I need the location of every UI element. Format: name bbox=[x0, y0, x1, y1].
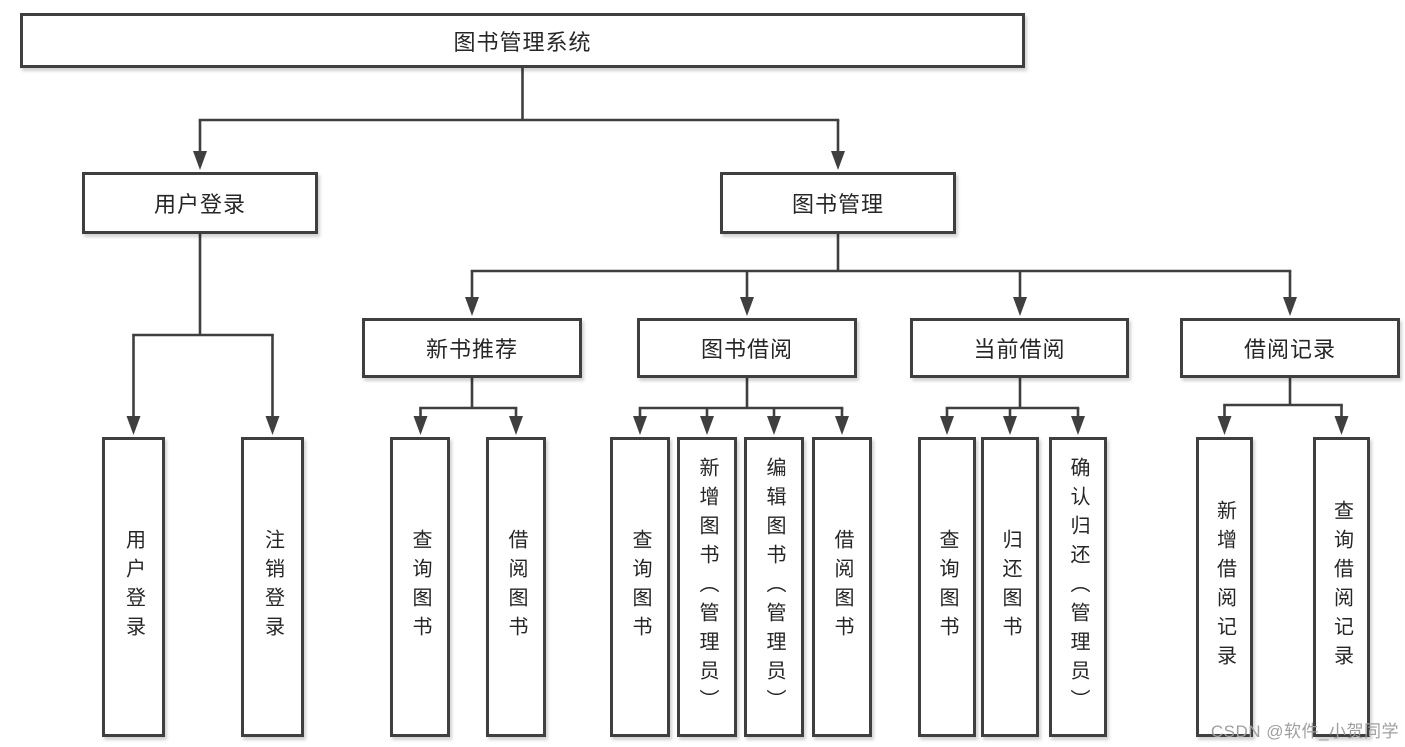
leaf-user-login: 用户登录 bbox=[102, 437, 165, 737]
csdn-watermark: CSDN @软件_小贺同学 bbox=[1210, 722, 1399, 741]
leaf-add-borrow-record: 新增借阅记录 bbox=[1196, 437, 1253, 737]
leaf-borrow-books-1-label: 借阅图书 bbox=[505, 529, 527, 645]
leaf-query-books-1-label: 查询图书 bbox=[409, 529, 431, 645]
leaf-logout-label: 注销登录 bbox=[261, 529, 284, 645]
leaf-borrow-books-2: 借阅图书 bbox=[812, 437, 872, 737]
leaf-query-books-2-label: 查询图书 bbox=[629, 529, 651, 645]
leaf-query-borrow-record-label: 查询借阅记录 bbox=[1330, 500, 1353, 674]
leaf-query-books-2: 查询图书 bbox=[610, 437, 670, 737]
node-root-label: 图书管理系统 bbox=[453, 29, 592, 55]
leaf-add-books-admin: 新增图书（管理员） bbox=[677, 437, 737, 737]
leaf-edit-books-admin-label: 编辑图书（管理员） bbox=[763, 456, 785, 718]
node-book-borrow-label: 图书借阅 bbox=[700, 337, 793, 362]
node-user-login: 用户登录 bbox=[82, 172, 318, 234]
leaf-add-borrow-record-label: 新增借阅记录 bbox=[1213, 500, 1236, 674]
leaf-confirm-return-admin-label: 确认归还（管理员） bbox=[1067, 456, 1089, 718]
leaf-logout: 注销登录 bbox=[241, 437, 304, 737]
node-current-borrow-label: 当前借阅 bbox=[973, 337, 1066, 362]
leaf-query-books-1: 查询图书 bbox=[390, 437, 450, 737]
leaf-query-books-3: 查询图书 bbox=[918, 437, 976, 737]
node-new-book-recommend: 新书推荐 bbox=[362, 318, 582, 378]
node-new-book-recommend-label: 新书推荐 bbox=[425, 337, 518, 362]
node-book-management: 图书管理 bbox=[720, 172, 956, 234]
node-root-system: 图书管理系统 bbox=[20, 13, 1025, 68]
leaf-borrow-books-2-label: 借阅图书 bbox=[831, 529, 853, 645]
node-user-login-label: 用户登录 bbox=[153, 192, 246, 217]
leaf-return-books-label: 归还图书 bbox=[999, 529, 1021, 645]
leaf-add-books-admin-label: 新增图书（管理员） bbox=[696, 456, 718, 718]
node-book-management-label: 图书管理 bbox=[791, 192, 884, 217]
leaf-user-login-label: 用户登录 bbox=[122, 529, 145, 645]
leaf-confirm-return-admin: 确认归还（管理员） bbox=[1049, 437, 1107, 737]
node-current-borrow: 当前借阅 bbox=[910, 318, 1129, 378]
leaf-borrow-books-1: 借阅图书 bbox=[486, 437, 546, 737]
node-borrow-records-label: 借阅记录 bbox=[1243, 337, 1336, 362]
leaf-query-borrow-record: 查询借阅记录 bbox=[1313, 437, 1370, 737]
leaf-return-books: 归还图书 bbox=[981, 437, 1039, 737]
leaf-edit-books-admin: 编辑图书（管理员） bbox=[744, 437, 804, 737]
node-borrow-records: 借阅记录 bbox=[1180, 318, 1400, 378]
leaf-query-books-3-label: 查询图书 bbox=[936, 529, 958, 645]
node-book-borrow: 图书借阅 bbox=[637, 318, 857, 378]
